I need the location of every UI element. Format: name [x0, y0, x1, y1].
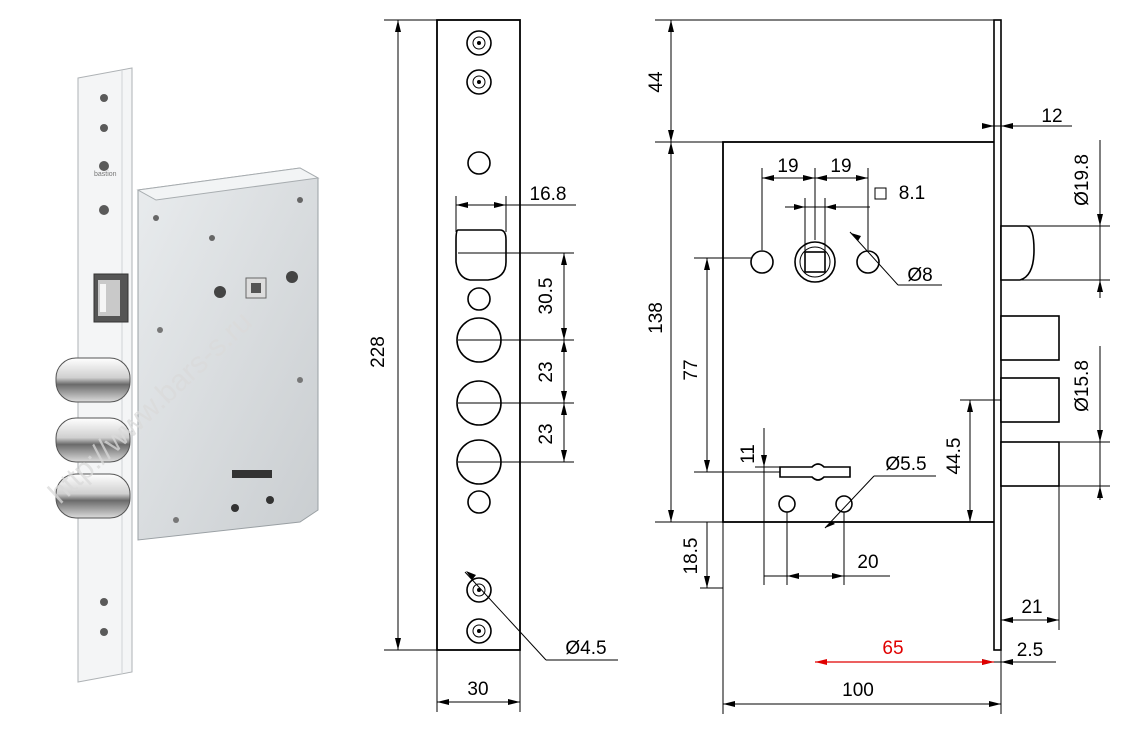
dim-spindle-left: 19 — [777, 156, 798, 177]
dim-bottom-offset: 18.5 — [681, 538, 702, 575]
dim-hole-distance: 20 — [857, 552, 878, 573]
dim-top-offset: 44 — [646, 71, 667, 93]
dim-spindle-right: 19 — [830, 156, 851, 177]
dim-screw-hole: Ø4.5 — [565, 638, 606, 659]
dim-cylinder-height: 77 — [681, 359, 702, 380]
dim-spacing-1: 30.5 — [536, 278, 557, 315]
dim-spacing-2: 23 — [536, 361, 557, 382]
dim-lower-hole: Ø5.5 — [885, 454, 926, 475]
dim-plate-width: 30 — [467, 679, 488, 700]
dim-backset: 65 — [882, 638, 903, 659]
dim-latch-width: 16.8 — [530, 184, 567, 205]
square-symbol-icon — [874, 187, 887, 200]
dim-bolt-diameter: Ø15.8 — [1072, 360, 1093, 412]
dim-plate-thickness: 2.5 — [1017, 640, 1043, 661]
dim-spindle-hole: Ø8 — [907, 265, 932, 286]
dim-bolt-pitch: 44.5 — [944, 438, 965, 475]
lock-photo: bastion http://www.bars-s.ru — [42, 67, 320, 683]
dim-spindle-square: 8.1 — [899, 183, 925, 204]
dim-body-width: 100 — [842, 680, 874, 701]
dim-latch-diameter: Ø19.8 — [1072, 154, 1093, 206]
front-plate-view: 228 30 16.8 30.5 23 23 Ø4.5 — [368, 19, 618, 712]
dim-plate-offset: 12 — [1041, 106, 1062, 127]
bolts-photo — [55, 357, 131, 519]
dim-spacing-3: 23 — [536, 423, 557, 444]
brand-mark: bastion — [94, 171, 117, 178]
screw-hole-icon — [466, 30, 492, 95]
dim-plate-height: 228 — [368, 336, 389, 368]
dim-bolt-projection: 21 — [1021, 597, 1042, 618]
dim-key-slot: 11 — [738, 444, 759, 464]
side-view: 44 138 77 18.5 19 19 8.1 — [646, 19, 1110, 714]
dim-body-height: 138 — [646, 302, 667, 334]
